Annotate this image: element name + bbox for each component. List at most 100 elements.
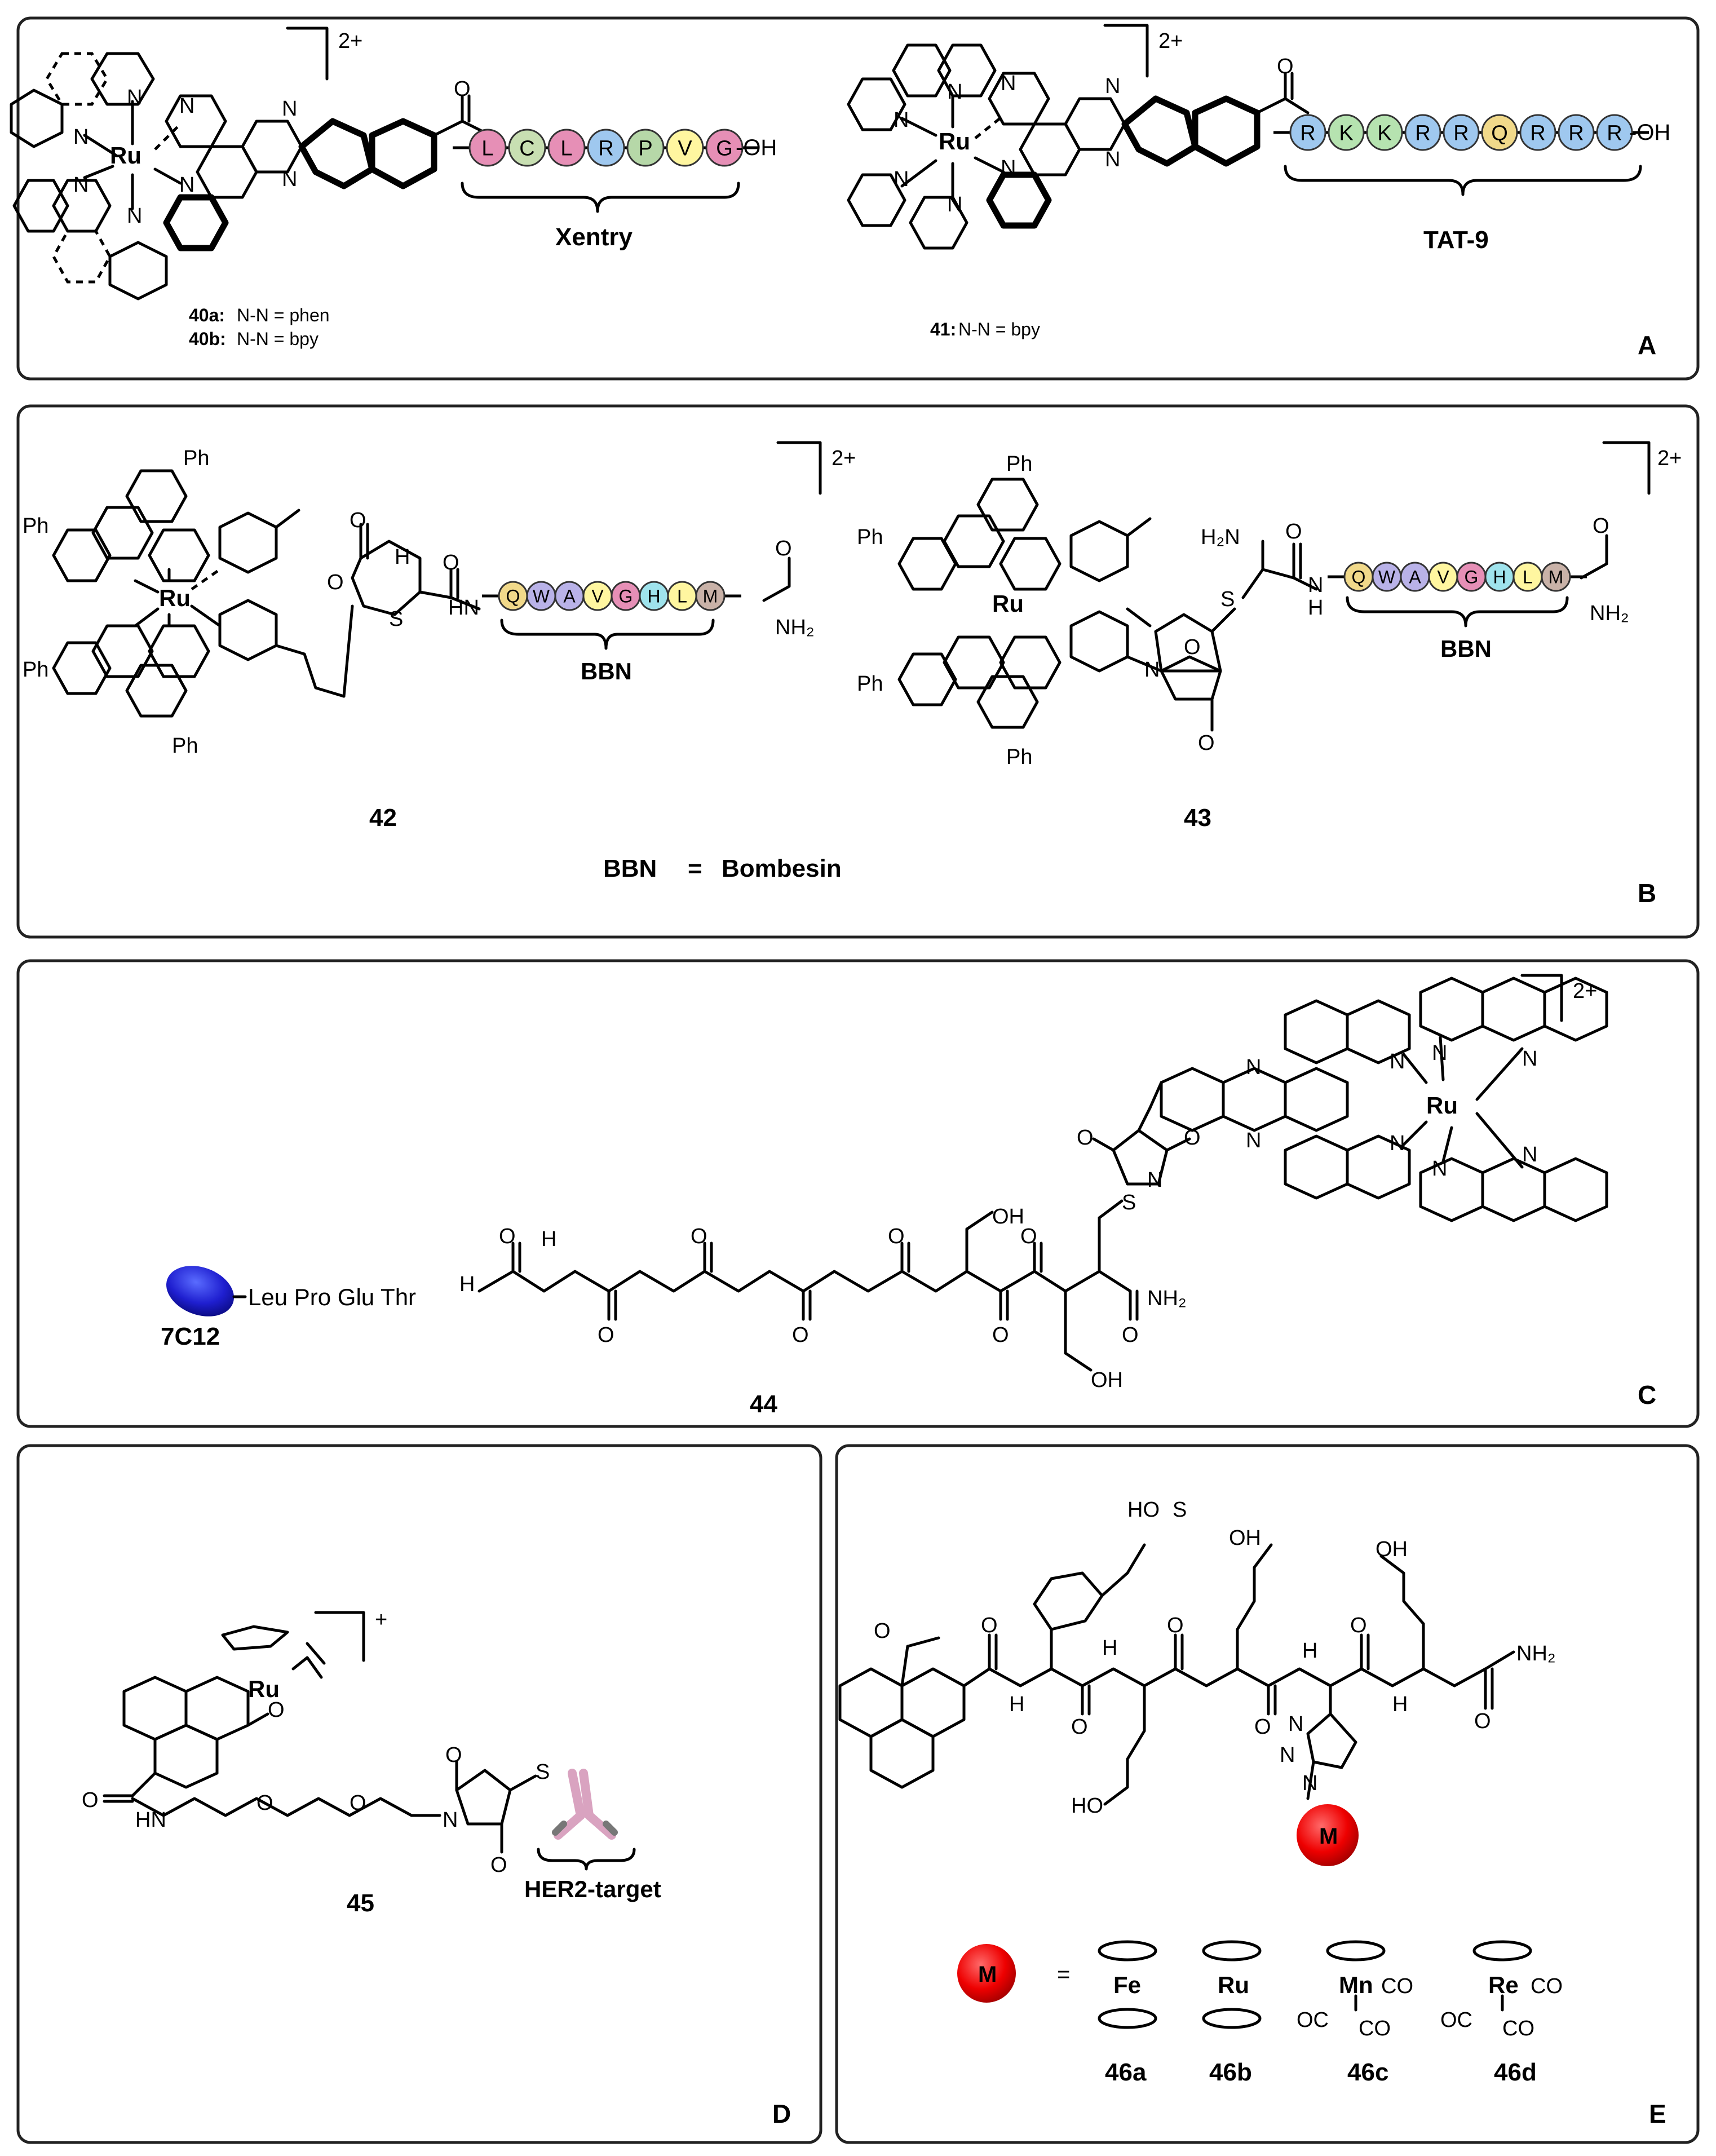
antibody-label: 7C12 [161, 1323, 220, 1350]
n-atom-40-8: N [282, 167, 297, 191]
ru-atom-41: Ru [939, 128, 970, 154]
residue-letter: R [1568, 122, 1584, 145]
panel-b-label: B [1638, 878, 1656, 908]
nh2-46: NH₂ [1516, 1642, 1556, 1665]
residue-bead [1366, 114, 1403, 151]
hn-atom-42: HN [448, 596, 479, 620]
panel-d-frame [16, 1444, 822, 2144]
bbn-def-right: Bombesin [722, 855, 842, 882]
fe-atom: Fe [1113, 1972, 1141, 1998]
complex-45-structure [103, 1625, 537, 1854]
o-atom-42-2: O [327, 571, 344, 594]
n-44-1: N [1147, 1168, 1162, 1192]
o-46-1: O [981, 1614, 998, 1637]
n-atom-41-6: N [1001, 156, 1016, 180]
co-46d-2: CO [1502, 2017, 1534, 2040]
id-40b: 40b: [189, 329, 226, 349]
oh-44-1: OH [992, 1205, 1024, 1229]
residue-letter: M [1549, 567, 1564, 587]
xentry-brace [461, 182, 740, 213]
h-46-3: H [1302, 1639, 1317, 1663]
n-46-triazole2: N [1280, 1743, 1295, 1767]
nh2-atom-42: NH₂ [775, 616, 815, 639]
n-atom-40-3: N [73, 173, 89, 197]
bbn1-brace [500, 618, 715, 650]
bbn2-brace [1346, 596, 1569, 628]
residue-letter: W [1378, 567, 1396, 587]
residue-letter: H [1493, 567, 1506, 587]
nh2-44: NH₂ [1147, 1287, 1187, 1310]
residue-letter: L [481, 137, 493, 161]
h-atom-44-first: H [459, 1273, 475, 1296]
nh2-atom-43: NH₂ [1590, 602, 1629, 625]
h-46-4: H [1392, 1693, 1408, 1716]
o-45-2: O [490, 1853, 507, 1877]
cymantrene-46c [1326, 1940, 1386, 2012]
bbn2-amide [1580, 534, 1608, 580]
o-44-6: O [992, 1323, 1009, 1347]
o-44-7: O [1020, 1225, 1037, 1248]
hn-46-1: H [1009, 1693, 1024, 1716]
residue-bead [508, 129, 546, 167]
panel-e-frame [835, 1444, 1700, 2144]
def-40a: N-N = phen [237, 305, 330, 325]
charge-bracket-44 [1520, 974, 1563, 1022]
charge-bracket-40 [286, 26, 329, 81]
n-atom-40-1: N [127, 86, 142, 109]
id-43: 43 [1184, 804, 1211, 832]
residue-letter: V [1437, 567, 1449, 587]
def-41: N-N = bpy [958, 319, 1040, 339]
residue-bead [626, 129, 665, 167]
ph-42-top: Ph [183, 447, 209, 470]
bbn-def-left: BBN [603, 855, 657, 882]
n-46-triazole1: N [1288, 1712, 1303, 1736]
panel-a-label: A [1638, 330, 1656, 360]
h-46-2: H [1102, 1636, 1117, 1660]
metallocene-46b [1202, 1940, 1262, 2029]
m-label-legend: M [978, 1962, 997, 1987]
residue-bead [1404, 114, 1441, 151]
residue-bead [1481, 114, 1518, 151]
residue-letter: G [1465, 567, 1479, 587]
xentry-name: Xentry [555, 223, 633, 251]
ph-43-left-bottom: Ph [857, 672, 883, 696]
ph-42-bottom: Ph [172, 734, 198, 758]
residue-letter: R [1530, 122, 1545, 145]
ru-atom-46b: Ru [1218, 1972, 1249, 1998]
o-atom-42-1: O [350, 509, 366, 532]
residue-letter: M [703, 586, 718, 607]
ru-atom-43: Ru [992, 590, 1024, 617]
residue-bead [1519, 114, 1556, 151]
o-atom-43-1: O [1184, 635, 1201, 659]
o-46-6: O [1474, 1709, 1491, 1733]
re-atom: Re [1488, 1972, 1519, 1998]
n-atom-41-3: N [894, 167, 909, 191]
s-45: S [536, 1760, 550, 1784]
n-atom-41-2: N [894, 108, 909, 132]
residue-letter: K [1339, 122, 1353, 145]
o-45-1: O [445, 1743, 462, 1767]
panel-e-label: E [1649, 2099, 1666, 2128]
tat-brace [1284, 165, 1642, 196]
panel-c-label: C [1638, 1380, 1656, 1410]
residue-letter: H [647, 586, 660, 607]
residue-bead [1443, 114, 1480, 151]
o-44-2: O [598, 1323, 614, 1347]
ph-42-left-bottom: Ph [23, 658, 48, 682]
charge-43: 2+ [1657, 447, 1682, 470]
legend-equals: = [1057, 1962, 1070, 1987]
o-45-amide: O [82, 1788, 99, 1812]
n-44-9: N [1432, 1157, 1447, 1181]
ru-atom-45: Ru [248, 1676, 280, 1702]
o-44-4: O [792, 1323, 809, 1347]
o-44-8: O [1122, 1323, 1139, 1347]
residue-letter: R [1300, 122, 1315, 145]
ru-atom-42: Ru [159, 585, 191, 611]
n-44-8: N [1522, 1143, 1537, 1167]
n-atom-41-7: N [1105, 74, 1120, 98]
o-atom-40: O [454, 77, 471, 101]
complex-43-structure [897, 478, 1318, 732]
